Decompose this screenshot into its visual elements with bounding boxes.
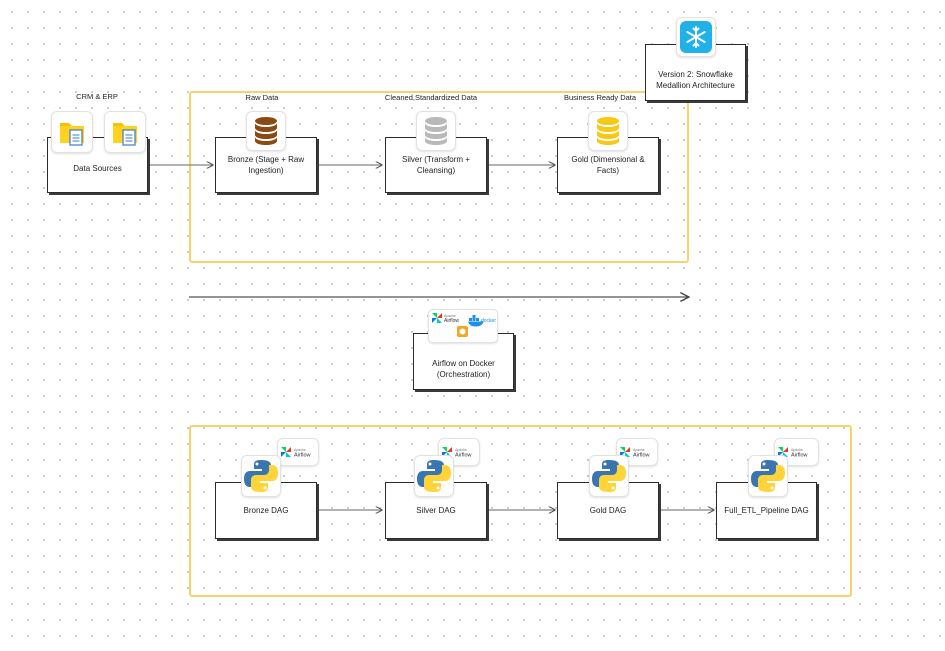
label-business-ready: Business Ready Data [563, 93, 637, 102]
silver-label: Silver (Transform + Cleansing) [402, 155, 470, 175]
docker-text: docker [481, 318, 496, 324]
docker-icon [468, 315, 484, 327]
label-raw-data: Raw Data [245, 93, 279, 102]
folder-icon-tile-1 [51, 111, 93, 153]
gold-label: Gold (Dimensional & Facts) [571, 155, 645, 175]
python-icon [592, 460, 626, 492]
full-pipeline-dag-label: Full_ETL_Pipeline DAG [724, 506, 809, 515]
airflow-icon: Apache Airflow [281, 447, 311, 459]
snowflake-icon-tile [676, 17, 716, 57]
bronze-database-icon [255, 117, 277, 145]
python-tile-3 [589, 455, 629, 497]
bronze-dag-label: Bronze DAG [243, 506, 289, 515]
silver-database-icon [425, 117, 447, 145]
bronze-db-tile [246, 111, 286, 151]
svg-text:Apache: Apache [633, 448, 645, 452]
apache-text: Apache [444, 314, 456, 318]
python-icon [244, 460, 278, 492]
snowflake-label: Version 2: Snowflake Medallion Architect… [656, 69, 735, 90]
folder-icon-tile-2 [104, 111, 146, 153]
gold-dag-label: Gold DAG [589, 506, 627, 515]
airflow-badge-3: Apache Airflow [616, 438, 658, 466]
airflow-icon [432, 313, 442, 323]
airflow-badge-1: Apache Airflow [277, 438, 319, 466]
silver-db-tile [416, 111, 456, 151]
python-icon [417, 460, 451, 492]
dag-group-frame [189, 425, 852, 597]
medallion-group-frame [189, 91, 689, 263]
folder-document-icon [113, 123, 137, 146]
label-crm-erp: CRM & ERP [76, 92, 118, 101]
python-tile-2 [414, 455, 454, 497]
gold-database-icon [597, 117, 619, 145]
snowflake-icon [680, 21, 712, 53]
airflow-docker-label: Airflow on Docker (Orchestration) [432, 358, 495, 379]
svg-text:Airflow: Airflow [294, 453, 311, 459]
python-tile-4 [748, 455, 788, 497]
gold-db-tile [588, 111, 628, 151]
silver-dag-label: Silver DAG [416, 506, 456, 515]
svg-text:Apache: Apache [455, 448, 467, 452]
label-cleaned-data: Cleaned,Standardized Data [384, 93, 478, 102]
svg-text:Airflow: Airflow [455, 453, 472, 459]
bronze-label: Bronze (Stage + Raw Ingestion) [227, 155, 305, 175]
airflow-docker-badge: Apache Airflow docker [428, 309, 498, 343]
python-icon [751, 460, 785, 492]
data-sources-label: Data Sources [73, 163, 122, 173]
folder-document-icon [60, 123, 84, 146]
airflow-docker-logos: Apache Airflow docker [432, 313, 496, 337]
airflow-text: Airflow [444, 318, 459, 324]
python-tile-1 [241, 455, 281, 497]
svg-text:Apache: Apache [791, 448, 803, 452]
airflow-icon: Apache Airflow [620, 447, 650, 459]
svg-text:Airflow: Airflow [791, 453, 808, 459]
svg-text:Apache: Apache [294, 448, 306, 452]
svg-text:Airflow: Airflow [633, 453, 650, 459]
